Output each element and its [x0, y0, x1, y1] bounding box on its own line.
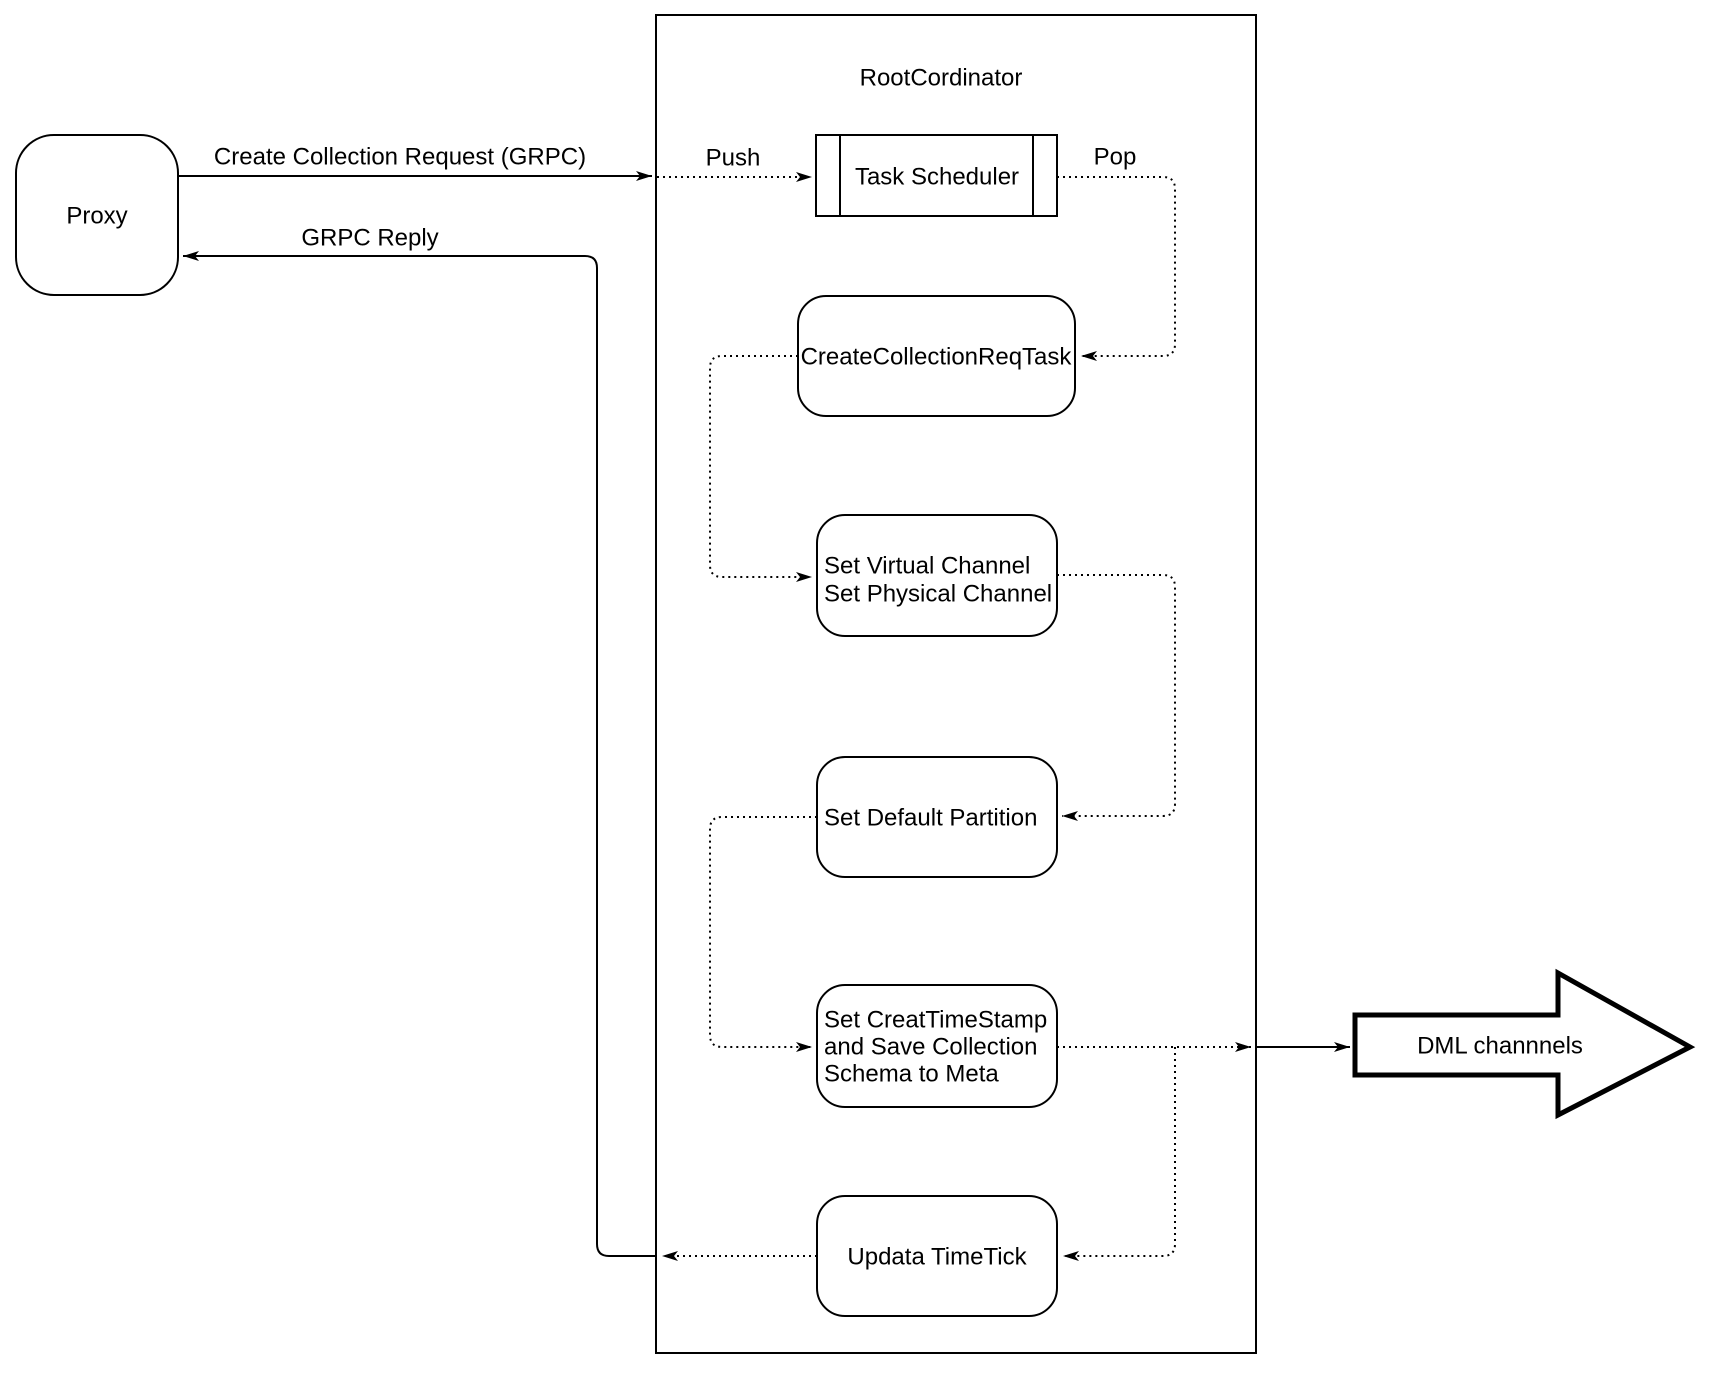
set-channels-line1: Set Virtual Channel: [824, 553, 1030, 580]
edge-push: Push: [657, 145, 812, 182]
set-default-partition-label: Set Default Partition: [824, 805, 1037, 832]
edge-create-collection-label: Create Collection Request (GRPC): [214, 144, 586, 171]
task-scheduler-box: [815, 134, 1058, 217]
set-channels-node: Set Virtual Channel Set Physical Channel: [816, 514, 1058, 637]
set-default-partition-node: Set Default Partition: [816, 756, 1058, 878]
edge-pop: Pop: [1057, 144, 1176, 361]
task-scheduler-label: Task Scheduler: [855, 164, 1019, 191]
create-collection-req-task-node: CreateCollectionReqTask: [797, 295, 1076, 417]
edge-grpc-reply-line: [183, 251, 657, 1257]
set-timestamp-node: Set CreatTimeStamp and Save Collection S…: [816, 984, 1058, 1108]
edge-grpc-reply: GRPC Reply: [183, 225, 657, 1257]
rootcordinator-title: RootCordinator: [860, 65, 1023, 92]
edge-grpc-reply-label: GRPC Reply: [301, 225, 438, 252]
edge-partition-to-timestamp-line: [709, 816, 817, 1052]
rootcordinator-container: RootCordinator: [655, 14, 1257, 1354]
edge-ccrt-to-channels: [709, 355, 812, 582]
set-timestamp-line3: Schema to Meta: [824, 1061, 999, 1088]
edge-create-collection-request: Create Collection Request (GRPC): [178, 144, 652, 181]
dml-channels-arrow-shape: [1352, 968, 1696, 1120]
edge-ccrt-to-channels-line: [709, 355, 812, 582]
proxy-box: [15, 134, 179, 296]
proxy-node: Proxy: [15, 134, 179, 296]
edge-timestamp-to-timetick-line: [1063, 1047, 1176, 1261]
dml-channels-label: DML channnels: [1417, 1033, 1583, 1060]
edge-pop-line: [1057, 176, 1176, 361]
create-collection-req-task-label: CreateCollectionReqTask: [801, 344, 1073, 371]
update-timetick-node: Updata TimeTick: [816, 1195, 1058, 1317]
dml-channels-node: DML channnels: [1352, 968, 1696, 1120]
edge-partition-to-timestamp: [709, 816, 817, 1052]
set-channels-line2: Set Physical Channel: [824, 581, 1052, 608]
edge-push-label: Push: [706, 145, 761, 172]
rootcordinator-box: [655, 14, 1257, 1354]
set-timestamp-line1: Set CreatTimeStamp: [824, 1007, 1047, 1034]
update-timetick-label: Updata TimeTick: [847, 1244, 1027, 1271]
edge-pop-label: Pop: [1094, 144, 1137, 171]
proxy-label: Proxy: [66, 203, 127, 230]
set-timestamp-line2: and Save Collection: [824, 1034, 1037, 1061]
edge-timestamp-to-timetick: [1063, 1047, 1176, 1261]
task-scheduler-node: Task Scheduler: [815, 134, 1058, 217]
